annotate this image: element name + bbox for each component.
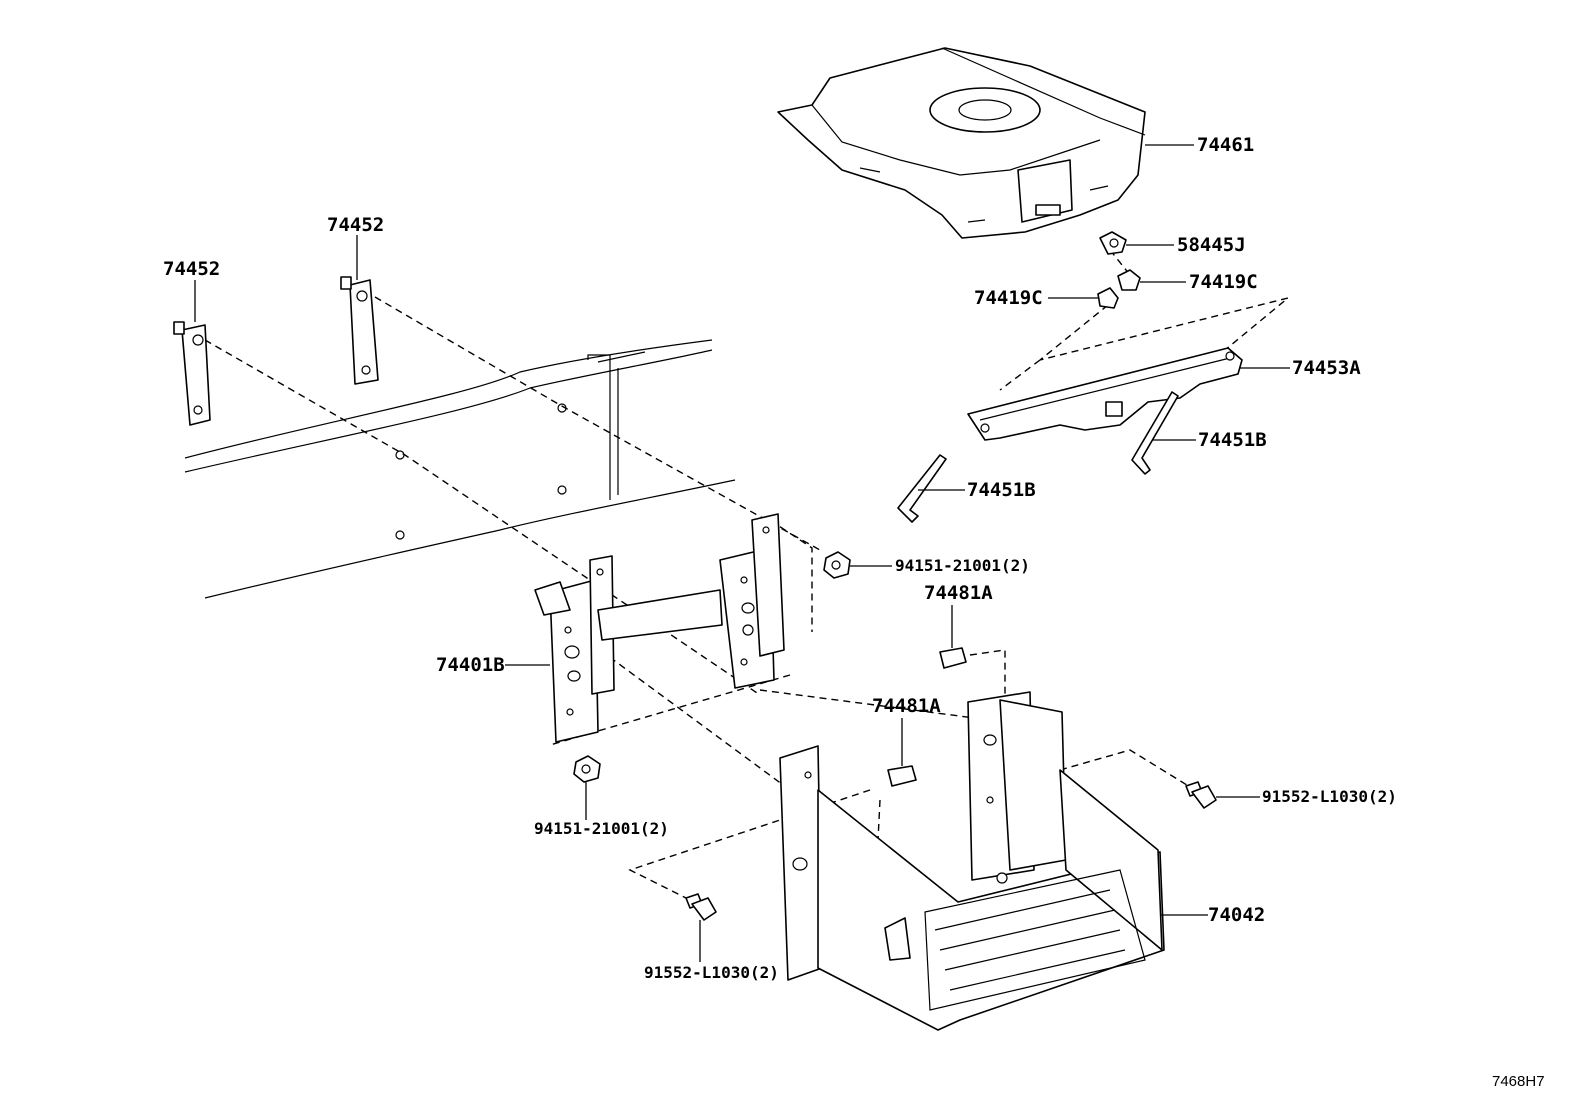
clip-74481a-upper <box>939 647 967 669</box>
nut-lower <box>573 755 601 783</box>
battery-tray <box>779 691 1165 1031</box>
label-clip-top: 58445J <box>1177 234 1246 256</box>
label-clip-left: 74419C <box>974 287 1043 309</box>
bolt-lower <box>685 893 717 921</box>
diagram-code: 7468H7 <box>1492 1073 1545 1090</box>
nut-upper <box>823 551 851 579</box>
label-bolt-lower: 91552-L1030(2) <box>644 963 779 982</box>
label-rod-left: 74451B <box>967 479 1036 501</box>
clip-74419c-left <box>1097 287 1119 309</box>
label-carrier-bracket: 74401B <box>436 654 505 676</box>
label-clip-lower: 74481A <box>872 695 941 717</box>
clip-74419c-right <box>1117 269 1141 291</box>
frame-rail <box>184 339 736 599</box>
hook-rod-right <box>1131 391 1179 475</box>
label-cover: 74461 <box>1197 134 1254 156</box>
label-clip-right: 74419C <box>1189 271 1258 293</box>
bolt-right <box>1185 781 1217 809</box>
carrier-bracket <box>534 513 785 743</box>
label-nut-upper: 94151-21001(2) <box>895 556 1030 575</box>
label-bracket-left: 74452 <box>163 258 220 280</box>
label-tray: 74042 <box>1208 904 1265 926</box>
leader-lines <box>194 144 1290 962</box>
battery-clamp <box>967 347 1243 441</box>
label-rod-right: 74451B <box>1198 429 1267 451</box>
hook-rod-left <box>897 454 947 523</box>
label-nut-lower: 94151-21001(2) <box>534 819 669 838</box>
label-clamp: 74453A <box>1292 357 1361 379</box>
callout-labels: 74461 58445J 74419C 74419C 74453A 74451B… <box>163 134 1545 1090</box>
bracket-74452-left <box>173 321 211 426</box>
bracket-74452-mid <box>340 276 379 385</box>
label-bracket-mid: 74452 <box>327 214 384 236</box>
label-clip-upper: 74481A <box>924 582 993 604</box>
clip-74481a-lower <box>887 765 917 787</box>
battery-cover <box>777 47 1146 239</box>
label-bolt-right: 91552-L1030(2) <box>1262 787 1397 806</box>
clip-58445j <box>1099 231 1127 255</box>
